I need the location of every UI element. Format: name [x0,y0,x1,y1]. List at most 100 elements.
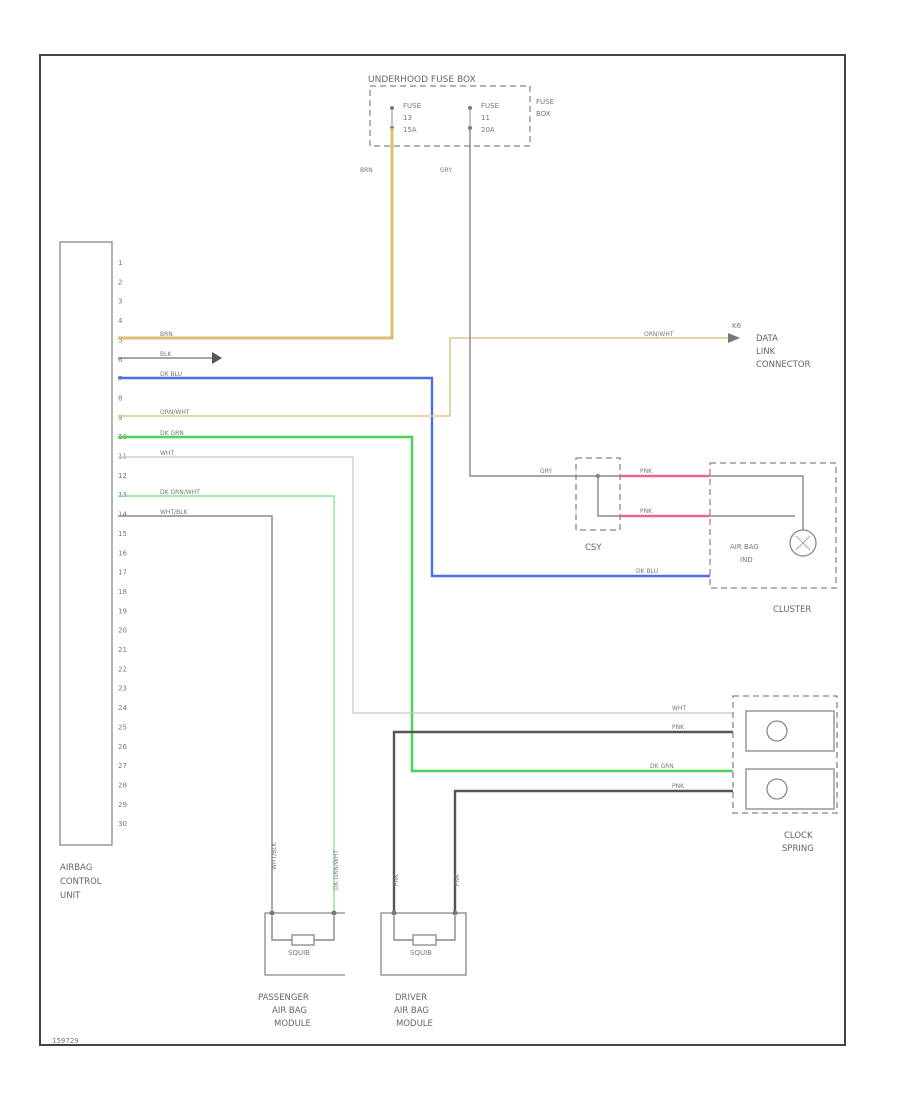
fuse-2-number: 11 [481,114,490,122]
control-unit-pin-label: 12 [118,472,127,480]
wire-label-clock-dkgrn: DK GRN [650,763,674,770]
fuse-1-amperage: 15A [403,126,417,134]
wire-label-driver-pnk-2: PNK [454,873,461,886]
wire-label-csy-gry: GRY [540,468,552,475]
data-link-connector: K6 DATA LINK CONNECTOR [728,322,811,370]
fuse-box-side-label-2: BOX [536,110,551,118]
control-unit-pin-label: 20 [118,627,127,635]
passenger-module-label-2: AIR BAG [272,1006,307,1016]
control-unit-pin-label: 19 [118,607,127,615]
control-unit-pin-label: 23 [118,685,127,693]
control-unit-pins: 1234567891011121314151617181920212223242… [118,259,127,828]
control-unit-pin-label: 27 [118,762,127,770]
data-link-label-1: DATA [756,334,778,344]
control-unit-pin-label: 15 [118,530,127,538]
control-unit-pin-label: 4 [118,317,123,325]
control-unit-pin-label: 14 [118,511,127,519]
wire-label-pin7-dkblu: DK BLU [160,371,182,378]
csy-outline [575,457,621,531]
wire-label-pin5-brn: BRN [160,331,173,338]
wire-dk-blu [118,376,710,578]
wire-label-pnk-2: PNK [640,508,653,515]
control-unit-body [59,241,113,846]
wire-dk-grn-wht [118,495,335,913]
data-link-label-3: CONNECTOR [756,360,811,370]
wire-label-pin10-dkgrn: DK GRN [160,430,184,437]
wire-label-driver-pnk-1: PNK [393,873,400,886]
wire-label-pin11-wht: WHT [160,450,174,457]
passenger-module-label-3: MODULE [274,1019,311,1029]
wire-label-cluster-dkblu: DK BLU [636,568,658,575]
fuse-1-name: FUSE [403,102,421,110]
control-unit-label-1: AIRBAG [60,863,92,873]
passenger-squib-label: SQUIB [288,949,310,957]
wire-gry [469,128,598,477]
driver-module-label-3: MODULE [396,1019,433,1029]
wire-label-pin6-blk: BLK [160,351,172,358]
diagram-code: 159729 [52,1037,79,1045]
wire-label-fuse-gry: GRY [440,167,452,174]
wire-label-fuse-brn: BRN [360,167,373,174]
clock-spring: CLOCK SPRING [732,695,838,854]
cluster: AIR BAG IND CLUSTER [709,462,837,615]
control-unit-pin-label: 2 [118,278,122,286]
diagram-frame [39,54,846,1046]
control-unit-label-2: CONTROL [60,877,102,887]
wire-label-pass-dkgrnwht: DK GRN/WHT [333,850,340,890]
wire-label-clock-pnk-1: PNK [672,724,685,731]
control-unit-pin-label: 17 [118,569,127,577]
wire-label-clock-pnk-2: PNK [672,783,685,790]
control-unit-pin-label: 25 [118,723,127,731]
control-unit-pin-label: 29 [118,801,127,809]
passenger-module-body [264,912,345,976]
driver-squib-label: SQUIB [410,949,432,957]
driver-module-body [380,912,467,976]
airbag-control-unit: 1234567891011121314151617181920212223242… [59,241,127,901]
cluster-indicator-label-1: AIR BAG [730,543,759,551]
wire-wht-blk [118,515,273,913]
control-unit-pin-label: 9 [118,414,122,422]
control-unit-pin-label: 1 [118,259,122,267]
passenger-airbag-module: SQUIB PASSENGER AIR BAG MODULE [258,910,345,1029]
wire-pnk-driver-2 [453,789,733,913]
clock-spring-coil-1-icon [766,720,788,742]
control-unit-pin-label: 16 [118,549,127,557]
fuse-2-amperage: 20A [481,126,495,134]
cluster-indicator-label-2: IND [740,556,753,564]
csy-label: CSY [585,543,602,553]
control-unit-pin-label: 24 [118,704,127,712]
control-unit-pin-label: 21 [118,646,127,654]
passenger-module-label-1: PASSENGER [258,993,309,1003]
wire-label-pass-whtblk: WHT/BLK [271,841,278,870]
wire-label-dlc-ornwht: ORN/WHT [644,331,674,338]
wire-label-clock-wht: WHT [672,705,686,712]
control-unit-pin-label: 3 [118,298,122,306]
fuse-1-number: 13 [403,114,412,122]
passenger-squib-icon [291,934,315,946]
wire-label-pin9-ornwht: ORN/WHT [160,409,190,416]
fuse-box-title: UNDERHOOD FUSE BOX [368,75,476,85]
data-link-label-2: LINK [756,347,776,357]
wire-wht [118,456,733,714]
wire-label-pin14-whtblk: WHT/BLK [160,509,189,516]
control-unit-label-3: UNIT [60,891,81,901]
driver-squib-icon [412,934,437,946]
driver-module-label-1: DRIVER [395,993,427,1003]
control-unit-pin-label: 30 [118,820,127,828]
data-link-pin: K6 [732,322,742,330]
clock-spring-coil-2-icon [766,778,788,800]
underhood-fuse-box: UNDERHOOD FUSE BOX FUSE 13 15A FUSE 11 2… [368,75,554,147]
wire-orn-wht [118,337,728,417]
cluster-outline [709,462,837,589]
clock-spring-label-1: CLOCK [784,831,813,841]
control-unit-pin-label: 8 [118,395,122,403]
wire-pnk-driver-1 [392,730,733,913]
wire-dk-grn [118,435,733,773]
clock-spring-label-2: SPRING [782,844,814,854]
clock-spring-outline [732,695,838,814]
control-unit-pin-label: 13 [118,491,127,499]
control-unit-pin-label: 18 [118,588,127,596]
control-unit-pin-label: 28 [118,782,127,790]
fuse-2-name: FUSE [481,102,499,110]
